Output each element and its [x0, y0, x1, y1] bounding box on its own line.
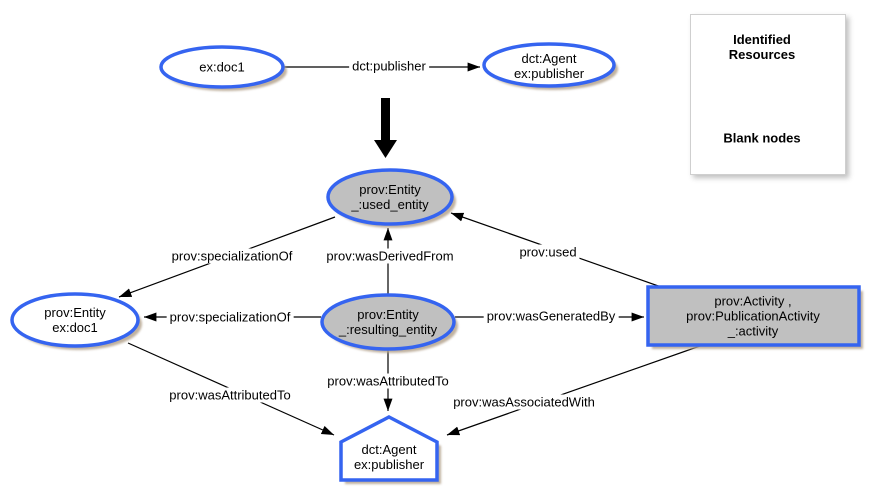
node-activity-label: prov:Activity , prov:PublicationActivity…	[686, 294, 820, 339]
edge-was-derived-from-label: prov:wasDerivedFrom	[323, 248, 457, 264]
edge-was-attributed-to-left-label: prov:wasAttributedTo	[166, 387, 294, 403]
node-dct-agent-top-line1: dct:Agent	[521, 51, 577, 66]
node-agent-bottom	[339, 415, 439, 482]
legend-identified-line1: Identified	[733, 32, 791, 47]
node-entity-doc1	[10, 292, 140, 348]
edge-was-attributed-to-center-label: prov:wasAttributedTo	[324, 373, 452, 389]
edge-was-generated-by-label: prov:wasGeneratedBy	[483, 308, 619, 324]
node-resulting-entity-line2: _:resulting_entity	[338, 322, 438, 337]
node-used-entity	[326, 168, 454, 226]
node-resulting-entity-line1: prov:Entity	[357, 307, 419, 322]
node-agent-bottom-line2: ex:publisher	[353, 457, 425, 472]
down-arrow-icon	[374, 98, 397, 158]
node-dct-agent-top-label: dct:Agent ex:publisher	[514, 51, 584, 81]
node-entity-doc1-line1: prov:Entity	[44, 305, 106, 320]
node-used-entity-line1: prov:Entity	[359, 182, 421, 197]
legend-box	[690, 14, 846, 175]
node-agent-bottom-label: dct:Agent ex:publisher	[354, 442, 424, 472]
legend-identified-line2: Resources	[728, 47, 796, 62]
node-resulting-entity-label: prov:Entity _:resulting_entity	[339, 307, 437, 337]
legend-blank-nodes-label: Blank nodes	[723, 130, 801, 146]
node-used-entity-line2: _:used_entity	[351, 197, 429, 212]
node-ex-doc1-top	[159, 45, 285, 89]
node-activity-line3: _:activity	[727, 323, 779, 339]
edge-specialization-of-used-label: prov:specializationOf	[168, 248, 296, 264]
edge-specialization-of-resulting-label: prov:specializationOf	[166, 309, 294, 325]
node-activity-line2: prov:PublicationActivity	[686, 308, 820, 324]
node-agent-bottom-line1: dct:Agent	[361, 442, 417, 457]
node-ex-doc1-top-label: ex:doc1	[199, 59, 245, 75]
node-entity-doc1-label: prov:Entity ex:doc1	[44, 305, 105, 335]
legend-identified-resources-label: Identified Resources	[729, 32, 795, 62]
edge-used-label: prov:used	[516, 244, 580, 260]
edge-dct-publisher-label: dct:publisher	[349, 58, 429, 74]
node-activity	[646, 285, 861, 347]
node-activity-line1: prov:Activity ,	[714, 293, 792, 309]
node-resulting-entity	[320, 293, 456, 351]
edge-was-associated-with	[446, 345, 701, 436]
node-dct-agent-top	[482, 42, 616, 88]
node-used-entity-label: prov:Entity _:used_entity	[351, 182, 428, 212]
node-entity-doc1-line2: ex:doc1	[52, 320, 98, 335]
node-dct-agent-top-line2: ex:publisher	[513, 66, 585, 81]
edge-was-associated-with-label: prov:wasAssociatedWith	[450, 394, 598, 410]
